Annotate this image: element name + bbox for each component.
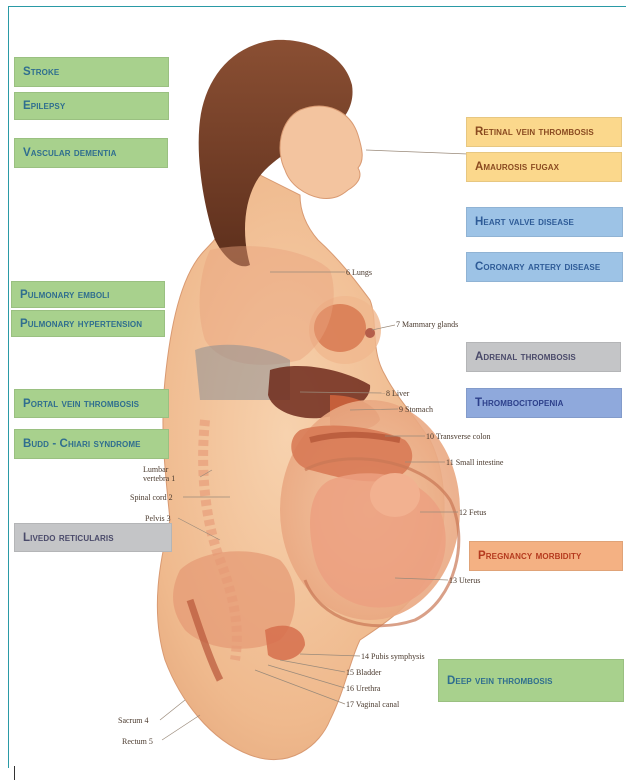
callout-heart-valve-disease-text: Heart valve disease bbox=[475, 216, 574, 228]
label-vaginal-canal: 17 Vaginal canal bbox=[346, 700, 399, 709]
callout-retinal-vein-thrombosis-text: Retinal vein thrombosis bbox=[475, 126, 594, 138]
callout-livedo-reticularis: Livedo reticularis bbox=[14, 523, 172, 552]
label-mammary-glands: 7 Mammary glands bbox=[396, 320, 458, 329]
callout-deep-vein-thrombosis-text: Deep vein thrombosis bbox=[447, 675, 553, 687]
callout-retinal-vein-thrombosis: Retinal vein thrombosis bbox=[466, 117, 622, 147]
label-rectum: Rectum 5 bbox=[122, 737, 153, 746]
label-small-intestine: 11 Small intestine bbox=[446, 458, 503, 467]
label-lumbar-line2: vertebra 1 bbox=[143, 474, 175, 483]
label-pubis-symphysis: 14 Pubis symphysis bbox=[361, 652, 425, 661]
callout-pregnancy-morbidity: Pregnancy morbidity bbox=[469, 541, 623, 571]
callout-thrombocitopenia-text: Thrombocitopenia bbox=[475, 397, 563, 409]
label-pelvis: Pelvis 3 bbox=[145, 514, 171, 523]
label-spinal-cord: Spinal cord 2 bbox=[130, 493, 173, 502]
label-transverse-colon: 10 Transverse colon bbox=[426, 432, 490, 441]
callout-amaurosis-fugax-text: Amaurosis fugax bbox=[475, 161, 559, 173]
callout-vascular-dementia: Vascular dementia bbox=[14, 138, 168, 168]
callout-budd-chiari-text: Budd - Chiari syndrome bbox=[23, 438, 141, 450]
face bbox=[280, 106, 362, 198]
callout-amaurosis-fugax: Amaurosis fugax bbox=[466, 152, 622, 182]
fetus-head bbox=[370, 473, 420, 517]
callout-pulmonary-hypertension-text: Pulmonary hypertension bbox=[20, 318, 142, 330]
callout-budd-chiari: Budd - Chiari syndrome bbox=[14, 429, 169, 459]
callout-epilepsy: Epilepsy bbox=[14, 92, 169, 120]
callout-coronary-artery-disease: Coronary artery disease bbox=[466, 252, 623, 282]
callout-stroke: Stroke bbox=[14, 57, 169, 87]
label-bladder: 15 Bladder bbox=[346, 668, 381, 677]
callout-vascular-dementia-text: Vascular dementia bbox=[23, 147, 116, 159]
callout-coronary-artery-disease-text: Coronary artery disease bbox=[475, 261, 600, 273]
callout-stroke-text: Stroke bbox=[23, 66, 59, 78]
label-liver: 8 Liver bbox=[386, 389, 409, 398]
label-urethra: 16 Urethra bbox=[346, 684, 380, 693]
label-uterus: 13 Uterus bbox=[449, 576, 480, 585]
callout-heart-valve-disease: Heart valve disease bbox=[466, 207, 623, 237]
label-stomach: 9 Stomach bbox=[399, 405, 433, 414]
callout-portal-vein-thrombosis-text: Portal vein thrombosis bbox=[23, 398, 139, 410]
label-sacrum: Sacrum 4 bbox=[118, 716, 148, 725]
callout-pregnancy-morbidity-text: Pregnancy morbidity bbox=[478, 550, 581, 562]
callout-adrenal-thrombosis-text: Adrenal thrombosis bbox=[475, 351, 576, 363]
label-lungs: 6 Lungs bbox=[346, 268, 372, 277]
callout-deep-vein-thrombosis: Deep vein thrombosis bbox=[438, 659, 624, 702]
callout-livedo-reticularis-text: Livedo reticularis bbox=[23, 532, 114, 544]
callout-pulmonary-hypertension: Pulmonary hypertension bbox=[11, 310, 165, 337]
callout-adrenal-thrombosis: Adrenal thrombosis bbox=[466, 342, 621, 372]
callout-pulmonary-emboli: Pulmonary emboli bbox=[11, 281, 165, 308]
callout-pulmonary-emboli-text: Pulmonary emboli bbox=[20, 289, 110, 301]
label-fetus: 12 Fetus bbox=[459, 508, 486, 517]
label-lumbar-line1: Lumbar bbox=[143, 465, 168, 474]
callout-epilepsy-text: Epilepsy bbox=[23, 100, 65, 112]
callout-portal-vein-thrombosis: Portal vein thrombosis bbox=[14, 389, 169, 418]
callout-thrombocitopenia: Thrombocitopenia bbox=[466, 388, 622, 418]
